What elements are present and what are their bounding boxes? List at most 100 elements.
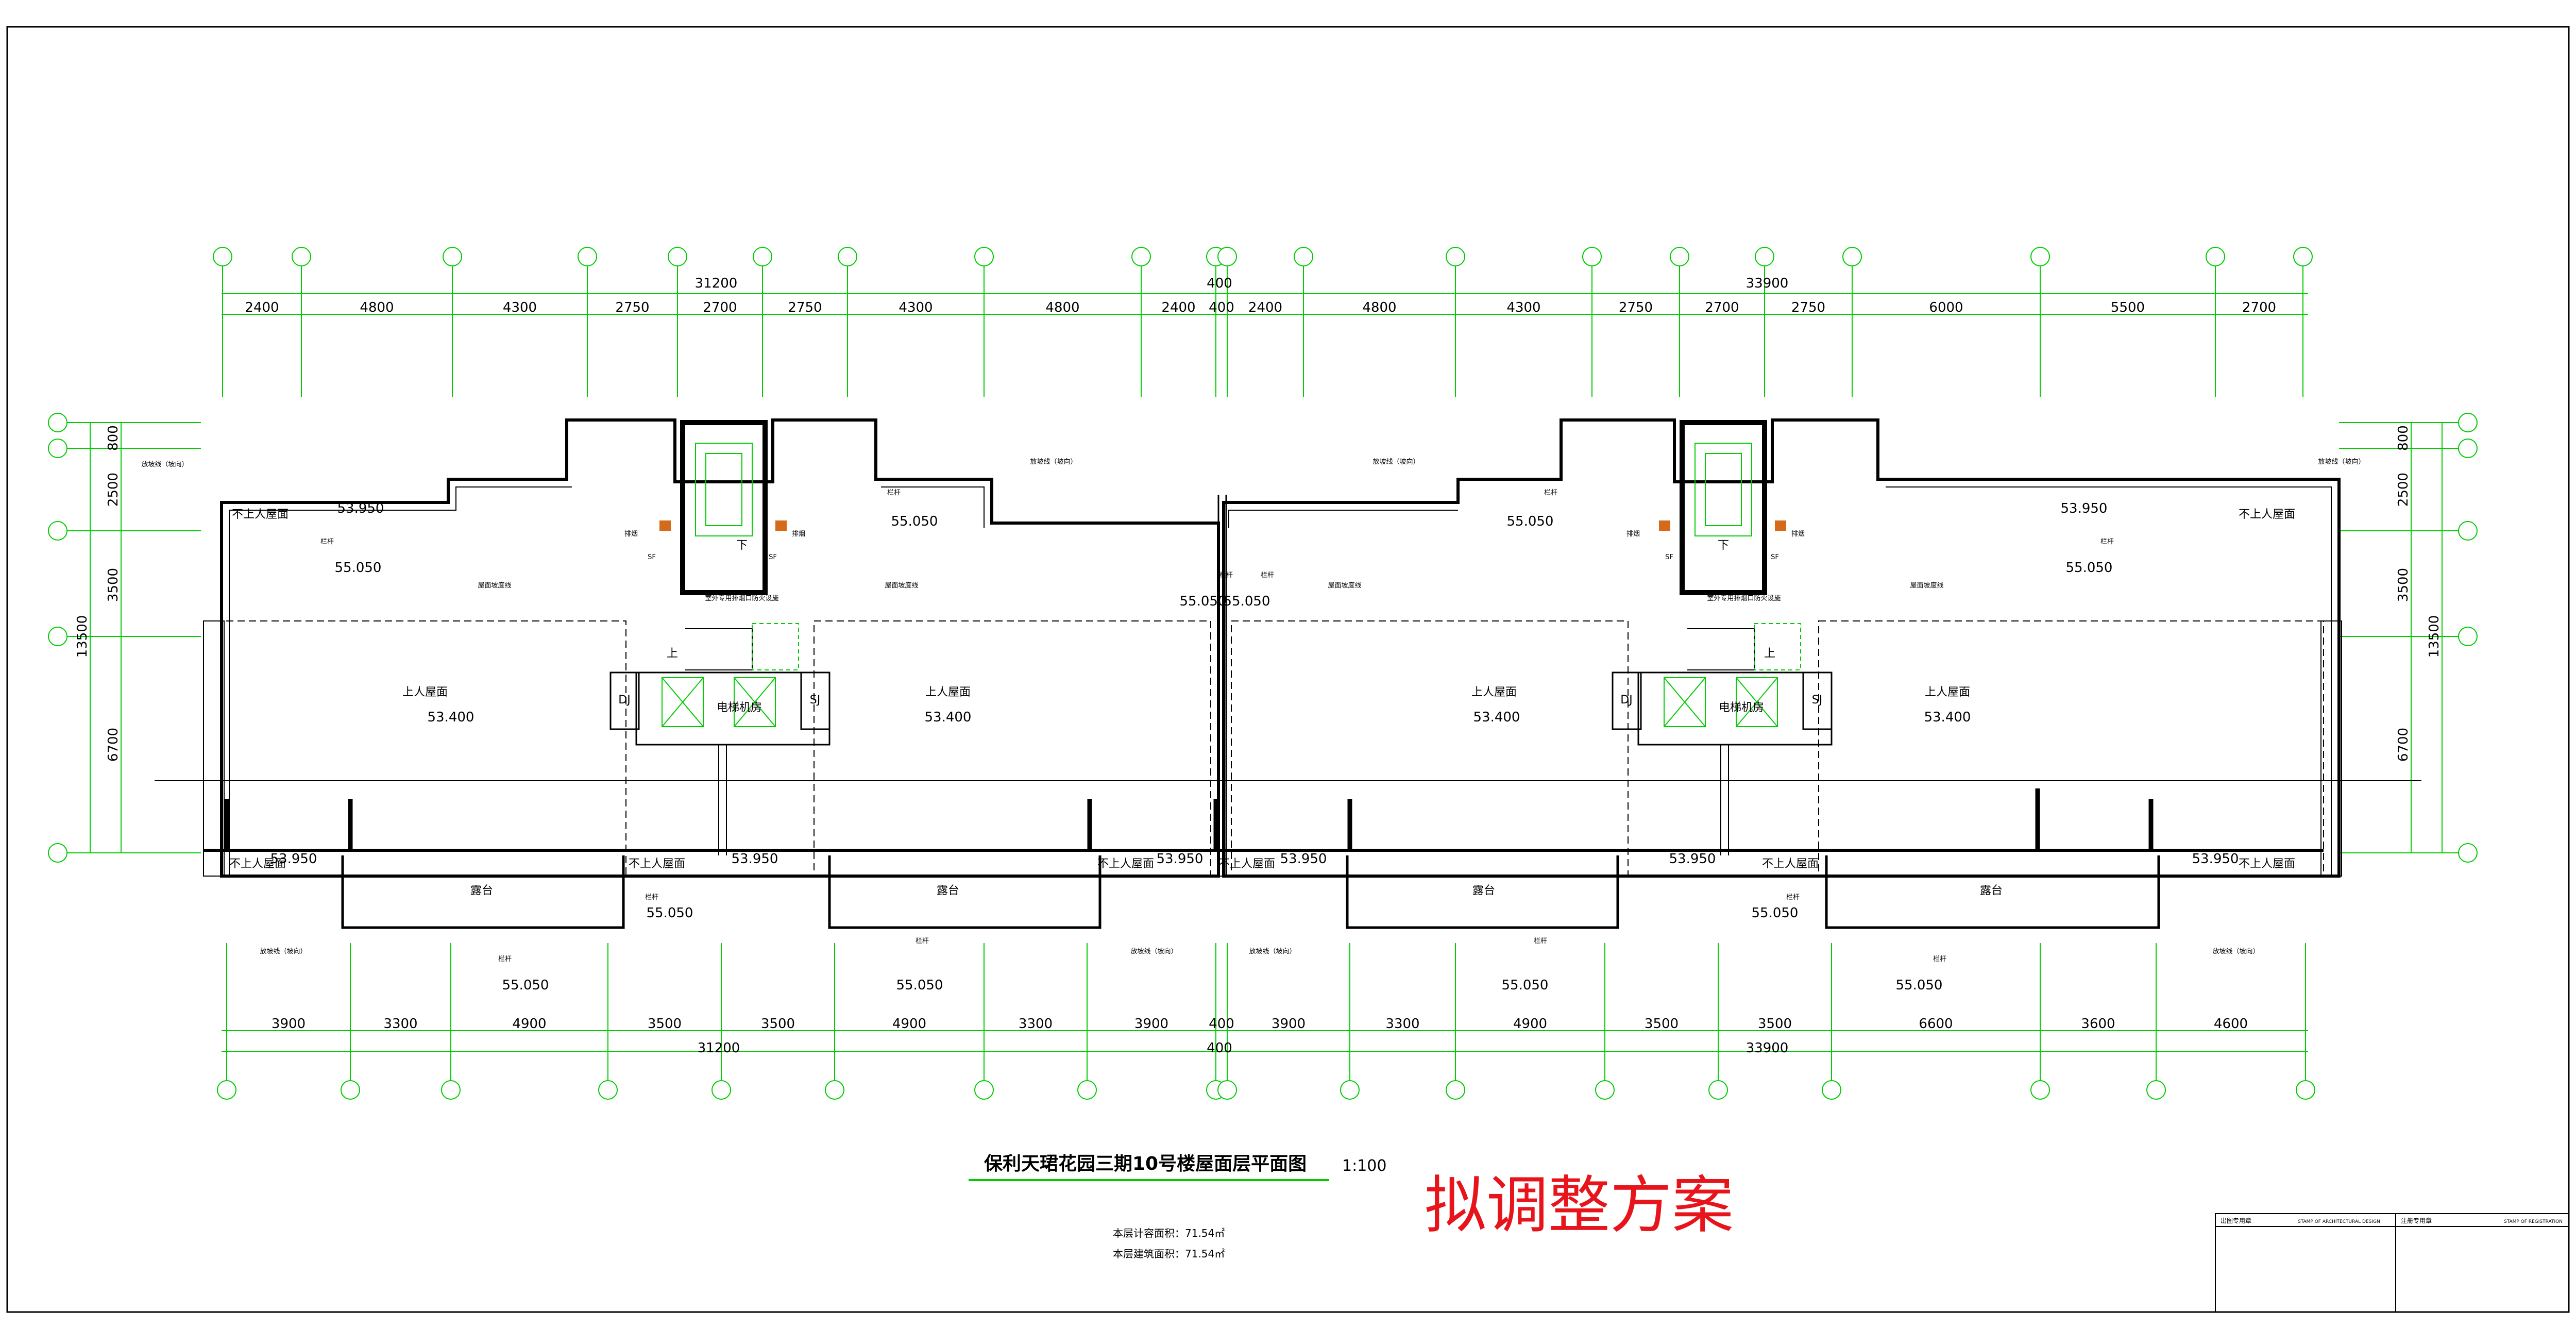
elev-55050-4: 55.050 <box>1224 594 1270 609</box>
axis-bubble-top <box>753 247 772 266</box>
label-accessible-roof-4: 上人屋面 <box>1925 686 1970 699</box>
top-dim-segment: 2700 <box>1705 300 1739 315</box>
elev-55050-9: 55.050 <box>502 978 549 993</box>
axis-bubble-left <box>48 627 67 646</box>
elev-53950-b4: 53.950 <box>1280 851 1327 867</box>
axis-bubble-bottom <box>1822 1080 1841 1100</box>
axis-bubble-left <box>48 439 67 458</box>
label-not-accessible-roof-tl: 不上人屋面 <box>232 508 289 521</box>
axis-bubble-bottom <box>1595 1080 1615 1100</box>
left-dim-2500: 2500 <box>106 473 121 507</box>
elev-55050-8: 55.050 <box>1752 905 1799 921</box>
label-smoke-note-2: 室外专用排烟口防火设施 <box>1707 594 1781 602</box>
elev-55050-12: 55.050 <box>1896 978 1943 993</box>
label-sf-4: SF <box>1771 553 1779 561</box>
label-roof-slope-3: 屋面坡度线 <box>1328 581 1361 590</box>
label-elevator-room-left: 电梯机房 <box>717 701 762 714</box>
bottom-dim-segment: 3300 <box>1385 1016 1419 1032</box>
axis-bubble-top <box>838 247 857 266</box>
axis-bubble-top <box>578 247 597 266</box>
label-up-1: 上 <box>667 647 678 660</box>
bottom-dim-segment: 4600 <box>2214 1016 2248 1032</box>
label-parapet-2: 放坡线（坡向） <box>1030 458 1077 466</box>
top-dim-overall-mid: 400 <box>1207 276 1232 291</box>
top-dim-segment: 2750 <box>615 300 649 315</box>
label-not-accessible-roof-b5: 不上人屋面 <box>1762 858 1819 870</box>
label-smoke-4: 排烟 <box>1791 530 1805 538</box>
bottom-dim-segment: 4900 <box>892 1016 926 1032</box>
axis-bubble-left <box>48 413 67 432</box>
label-smoke-1: 排烟 <box>624 530 638 538</box>
axis-bubble-top <box>443 247 462 266</box>
label-parapet-4: 放坡线（坡向） <box>2318 458 2365 466</box>
label-parapet-8: 放坡线（坡向） <box>2212 947 2259 955</box>
top-dim-segment: 4300 <box>503 300 537 315</box>
axis-bubble-bottom <box>1708 1080 1728 1100</box>
label-parapet-1: 放坡线（坡向） <box>141 460 188 468</box>
right-dim-overall: 13500 <box>2427 615 2442 658</box>
label-sj-1: SJ <box>810 694 820 707</box>
axis-bubble-top <box>213 247 232 266</box>
label-terrace-1: 露台 <box>470 884 493 897</box>
elev-55050-3: 55.050 <box>1180 594 1227 609</box>
elev-53400-3: 53.400 <box>1473 710 1520 725</box>
top-dim-segment: 6000 <box>1929 300 1963 315</box>
label-not-accessible-roof-b2: 不上人屋面 <box>629 858 685 870</box>
left-dim-overall: 13500 <box>75 615 90 658</box>
axis-bubble-top <box>1755 247 1774 266</box>
axis-bubble-top <box>292 247 311 266</box>
elev-53950-b6: 53.950 <box>2192 851 2239 867</box>
right-unit-outline <box>1222 418 2341 878</box>
right-dim-6700: 6700 <box>2396 728 2411 762</box>
elev-55050-1: 55.050 <box>335 560 382 576</box>
stamp-label-design: 出图专用章 <box>2221 1217 2251 1224</box>
top-dim-segment: 2700 <box>2242 300 2276 315</box>
left-unit-outline <box>220 418 1220 878</box>
elev-53950-tr: 53.950 <box>2061 501 2108 516</box>
elev-55050-6: 55.050 <box>2066 560 2113 576</box>
axis-bubbles <box>48 247 2478 1100</box>
drawing-scale: 1:100 <box>1342 1157 1386 1175</box>
label-railing-6: 栏杆 <box>2100 538 2114 546</box>
bottom-dim-segment: 3500 <box>1758 1016 1792 1032</box>
axis-bubble-right <box>2458 627 2478 646</box>
right-dim-800: 800 <box>2396 425 2411 451</box>
label-sj-2: SJ <box>1812 694 1822 707</box>
axis-bubble-left <box>48 843 67 863</box>
label-railing-1: 栏杆 <box>320 538 334 546</box>
bottom-dim-segment: 3900 <box>272 1016 306 1032</box>
elev-55050-11: 55.050 <box>1502 978 1549 993</box>
area-note-gfa: 本层计容面积：71.54㎡ <box>1113 1227 1225 1239</box>
label-not-accessible-roof-b3: 不上人屋面 <box>1097 858 1154 870</box>
top-dim-segment: 2750 <box>788 300 822 315</box>
area-note-building-area: 本层建筑面积：71.54㎡ <box>1113 1248 1225 1260</box>
axis-bubble-bottom <box>1446 1080 1465 1100</box>
right-dim-2500: 2500 <box>2396 473 2411 507</box>
label-roof-slope-4: 屋面坡度线 <box>1910 581 1943 590</box>
bottom-dim-segment: 400 <box>1209 1016 1234 1032</box>
bottom-dim-overall-left: 31200 <box>698 1040 740 1056</box>
label-not-accessible-roof-b6: 不上人屋面 <box>2239 858 2295 870</box>
axis-bubble-bottom <box>1217 1080 1237 1100</box>
label-parapet-3: 放坡线（坡向） <box>1372 458 1419 466</box>
top-dim-segment: 2400 <box>1248 300 1282 315</box>
axis-bubble-bottom <box>1077 1080 1097 1100</box>
elev-53950-b5: 53.950 <box>1669 851 1716 867</box>
stamp-label-registration: 注册专用章 <box>2401 1217 2432 1224</box>
top-dim-segment: 5500 <box>2111 300 2145 315</box>
bottom-dim-overall-right: 33900 <box>1746 1040 1789 1056</box>
label-railing-9: 栏杆 <box>498 955 512 963</box>
bottom-dim-overall-mid: 400 <box>1207 1040 1232 1056</box>
building-outline <box>155 418 2421 929</box>
label-smoke-2: 排烟 <box>792 530 805 538</box>
label-sf-3: SF <box>1665 553 1673 561</box>
axis-bubble-bottom <box>341 1080 360 1100</box>
label-railing-3: 栏杆 <box>1219 571 1233 579</box>
top-dim-segment: 4800 <box>1045 300 1079 315</box>
top-dim-segment: 4800 <box>1362 300 1396 315</box>
left-dim-6700: 6700 <box>106 728 121 762</box>
label-terrace-2: 露台 <box>937 884 959 897</box>
elev-53400-1: 53.400 <box>428 710 474 725</box>
